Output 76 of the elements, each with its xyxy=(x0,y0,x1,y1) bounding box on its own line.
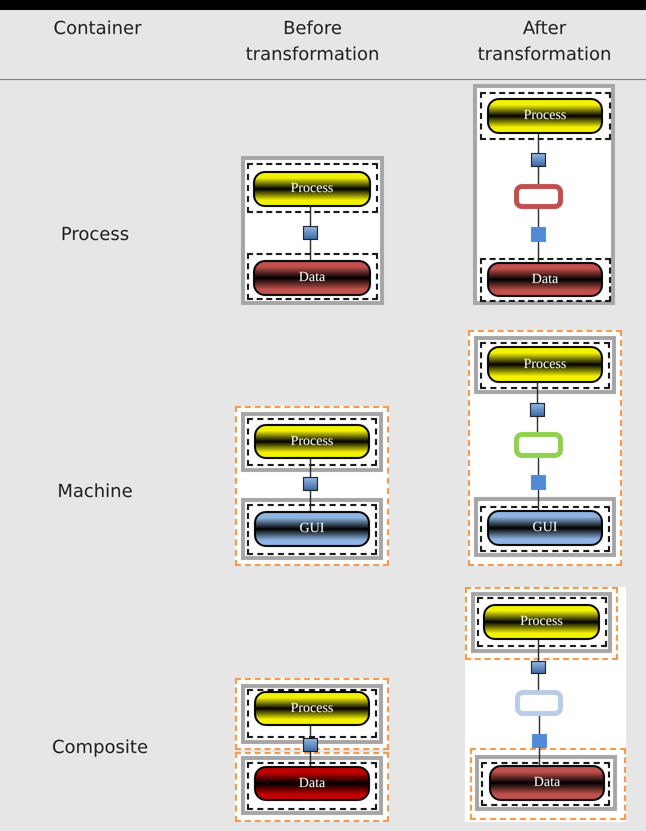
empty-rounded-box xyxy=(514,432,563,458)
outer-dashed-frame xyxy=(235,406,389,566)
thick-frame xyxy=(241,498,383,560)
connector-line xyxy=(538,134,540,153)
dashed-frame xyxy=(480,258,611,302)
column-header: Container xyxy=(52,17,142,41)
connector-line xyxy=(536,417,538,432)
row-label: Composite xyxy=(50,736,150,760)
column-header: Before transformation xyxy=(244,17,380,67)
connector-line xyxy=(538,242,540,262)
dashed-frame xyxy=(247,504,377,555)
row-label: Process xyxy=(60,223,130,247)
connector-line xyxy=(538,674,540,690)
rounded-node: Process xyxy=(254,691,370,726)
outer-dashed-frame xyxy=(235,752,389,822)
empty-rounded-box xyxy=(514,184,563,209)
dashed-frame xyxy=(481,762,610,806)
connector-line xyxy=(310,459,312,477)
port-square xyxy=(532,734,547,748)
dashed-frame xyxy=(480,92,611,140)
connector-line xyxy=(538,167,540,184)
dashed-frame xyxy=(480,342,610,389)
thick-frame xyxy=(474,497,616,557)
connector-line xyxy=(310,726,312,738)
port-square xyxy=(530,403,545,417)
dashed-frame xyxy=(247,418,377,466)
rounded-node: Process xyxy=(487,98,603,134)
outer-dashed-frame xyxy=(235,678,389,750)
port-square xyxy=(531,227,546,242)
rounded-node: GUI xyxy=(254,511,370,547)
port-square xyxy=(531,661,546,674)
dashed-frame xyxy=(480,506,610,552)
connector-line xyxy=(538,209,540,227)
rounded-node: Process xyxy=(253,171,371,207)
outer-dashed-frame xyxy=(470,748,626,820)
row-label: Machine xyxy=(56,480,134,504)
thick-frame xyxy=(471,592,612,653)
port-square xyxy=(303,738,318,752)
empty-rounded-box xyxy=(515,690,563,716)
port-square xyxy=(303,477,318,491)
port-square xyxy=(303,226,318,240)
dashed-frame xyxy=(477,597,607,647)
port-square xyxy=(531,475,546,490)
connector-line xyxy=(310,240,312,260)
dashed-frame xyxy=(247,762,377,810)
connector-line xyxy=(310,207,312,226)
rounded-node: Data xyxy=(253,260,371,296)
rounded-node: GUI xyxy=(487,510,603,546)
rounded-node: Process xyxy=(483,604,600,640)
dashed-frame xyxy=(247,689,377,738)
rounded-node: Data xyxy=(487,262,603,297)
connector-line xyxy=(310,752,312,766)
thick-frame xyxy=(241,412,383,472)
dashed-frame xyxy=(247,163,378,213)
thick-frame xyxy=(241,156,384,305)
connector-line xyxy=(536,383,538,403)
thick-frame xyxy=(474,336,616,394)
connector-line xyxy=(310,491,312,511)
dashed-frame xyxy=(247,253,378,300)
connector-line xyxy=(538,716,540,734)
outer-dashed-frame xyxy=(465,587,618,660)
thick-frame xyxy=(241,756,383,815)
rounded-node: Process xyxy=(487,346,603,383)
connector-line xyxy=(538,640,540,661)
thick-frame xyxy=(473,84,615,305)
rounded-node: Data xyxy=(489,765,605,801)
outer-dashed-frame xyxy=(468,330,622,566)
rounded-node: Data xyxy=(254,766,370,801)
connector-line xyxy=(538,748,540,765)
column-header: After transformation xyxy=(476,17,612,67)
connector-line xyxy=(538,458,540,475)
connector-line xyxy=(538,490,540,510)
thick-frame xyxy=(241,684,383,744)
port-square xyxy=(531,153,546,167)
rounded-node: Process xyxy=(254,424,370,459)
thick-frame xyxy=(475,755,617,811)
